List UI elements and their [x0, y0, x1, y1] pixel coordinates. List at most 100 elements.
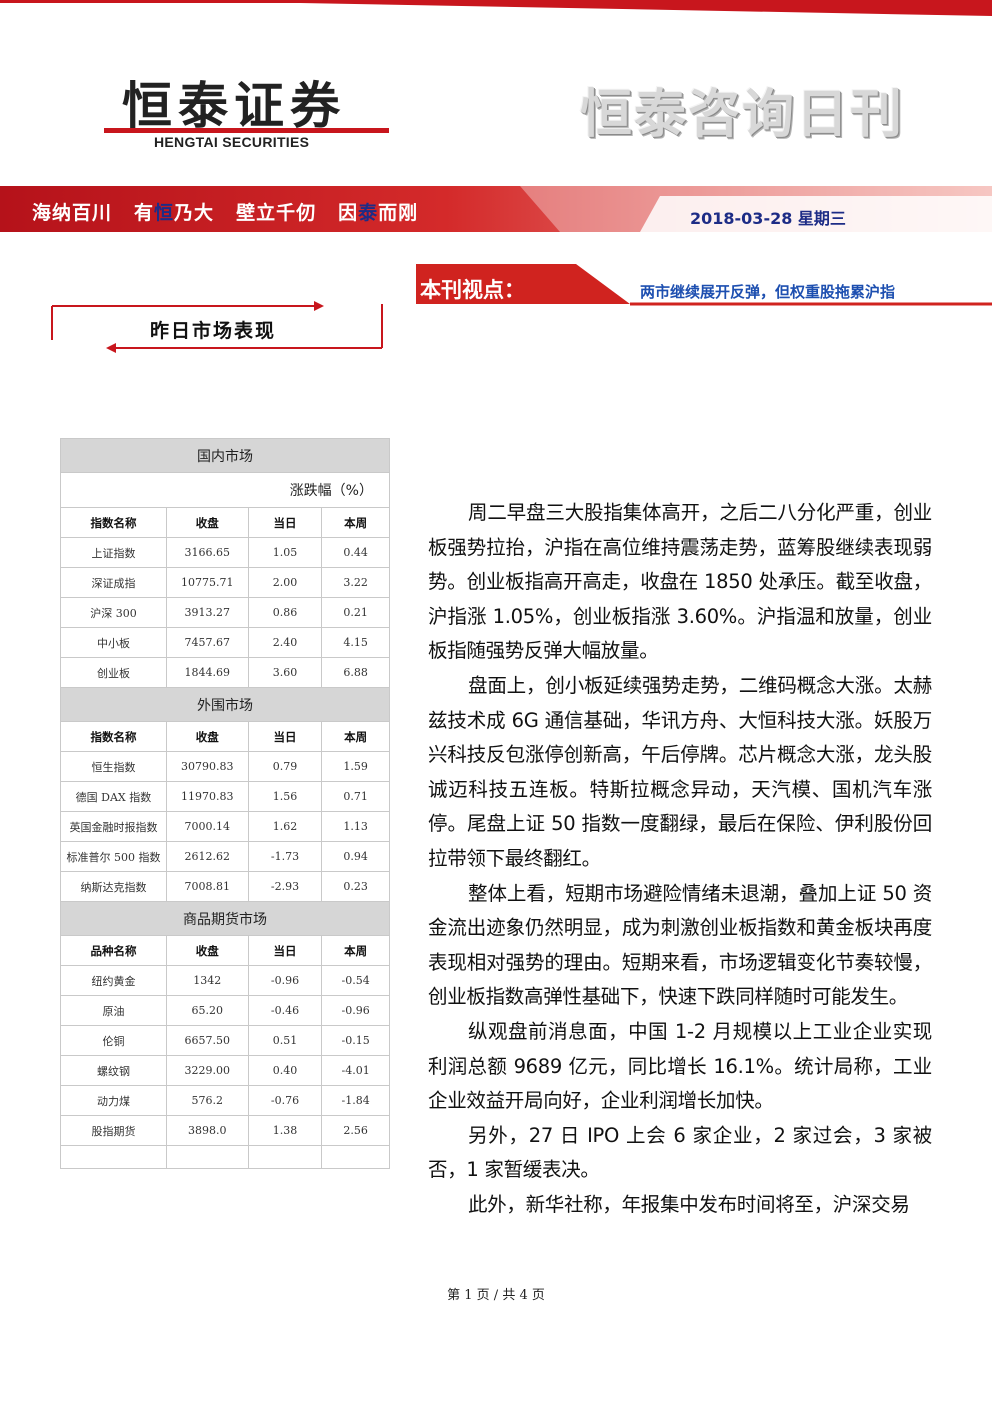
table-cell: 2.00 [247, 567, 323, 598]
table-cell: 0.44 [321, 537, 390, 568]
column-header: 收盘 [165, 507, 249, 538]
column-header: 当日 [247, 935, 323, 966]
table-cell: 股指期货 [60, 1115, 167, 1146]
table-cell: 1844.69 [165, 657, 249, 688]
column-header: 本周 [321, 721, 390, 752]
table-cell: 3913.27 [165, 597, 249, 628]
section-row-commodities: 商品期货市场 [60, 901, 390, 936]
article-paragraph: 周二早盘三大股指集体高开，之后二八分化严重，创业板强势拉抬，沪指在高位维持震荡走… [428, 501, 932, 663]
column-header: 当日 [247, 507, 323, 538]
table-cell: -0.96 [247, 965, 323, 996]
table-cell: -0.76 [247, 1085, 323, 1116]
table-cell: 3.22 [321, 567, 390, 598]
column-header: 收盘 [165, 935, 249, 966]
table-cell: 3898.0 [165, 1115, 249, 1146]
table-cell: 螺纹钢 [60, 1055, 167, 1086]
table-cell: 原油 [60, 995, 167, 1026]
table-cell: -0.46 [247, 995, 323, 1026]
column-header: 收盘 [165, 721, 249, 752]
company-logo-text: 恒泰证券 [122, 77, 346, 135]
table-cell: 7000.14 [165, 811, 249, 842]
article-paragraph: 另外，27 日 IPO 上会 6 家企业，2 家过会，3 家被否，1 家暂缓表决… [428, 1123, 932, 1182]
table-cell: 2.56 [321, 1115, 390, 1146]
table-cell: 1.38 [247, 1115, 323, 1146]
table-cell: -2.93 [247, 871, 323, 902]
column-header: 本周 [321, 507, 390, 538]
table-cell: -4.01 [321, 1055, 390, 1086]
unit-row: 涨跌幅（%） [60, 472, 390, 508]
section-title: 国内市场 [60, 438, 390, 473]
column-header: 指数名称 [60, 507, 167, 538]
empty-cell [60, 1145, 167, 1169]
logo-underline [104, 128, 389, 133]
unit-label: 涨跌幅（%） [60, 472, 390, 508]
table-cell: -0.96 [321, 995, 390, 1026]
table-cell: 沪深 300 [60, 597, 167, 628]
table-cell: -0.15 [321, 1025, 390, 1056]
table-cell: 纳斯达克指数 [60, 871, 167, 902]
viewpoint-label: 本刊视点： [420, 278, 525, 302]
table-cell: -1.84 [321, 1085, 390, 1116]
article-paragraph: 整体上看，短期市场避险情绪未退潮，叠加上证 50 资金流出迹象仍然明显，成为刺激… [428, 881, 932, 1009]
table-cell: 7457.67 [165, 627, 249, 658]
table-cell: 6.88 [321, 657, 390, 688]
table-cell: 动力煤 [60, 1085, 167, 1116]
empty-cell [165, 1145, 249, 1169]
table-cell: 7008.81 [165, 871, 249, 902]
table-cell: 恒生指数 [60, 751, 167, 782]
table-cell: 0.94 [321, 841, 390, 872]
table-cell: 3166.65 [165, 537, 249, 568]
table-cell: 纽约黄金 [60, 965, 167, 996]
viewpoint-headline: 两市继续展开反弹，但权重股拖累沪指 [640, 283, 896, 301]
company-slogan: 海纳百川有恒乃大壁立千仞因泰而刚 [32, 202, 419, 224]
table-cell: 0.71 [321, 781, 390, 812]
section-header-frame [51, 301, 383, 353]
table-cell: 65.20 [165, 995, 249, 1026]
viewpoint-header-shape [416, 264, 992, 306]
column-header-row: 品种名称 收盘 当日 本周 [60, 935, 390, 966]
company-logo-english: HENGTAI SECURITIES [154, 134, 310, 150]
table-cell: 10775.71 [165, 567, 249, 598]
table-cell: 1.05 [247, 537, 323, 568]
empty-cell [247, 1145, 323, 1169]
empty-cell [321, 1145, 390, 1169]
article-paragraph: 此外，新华社称，年报集中发布时间将至，沪深交易 [468, 1192, 910, 1216]
table-cell: 标准普尔 500 指数 [60, 841, 167, 872]
table-cell: 1.56 [247, 781, 323, 812]
section-title: 商品期货市场 [60, 901, 390, 936]
table-cell: 4.15 [321, 627, 390, 658]
section-row-overseas: 外围市场 [60, 687, 390, 722]
table-cell: -0.54 [321, 965, 390, 996]
table-cell: 3229.00 [165, 1055, 249, 1086]
yesterday-market-title: 昨日市场表现 [150, 320, 277, 342]
table-cell: 0.21 [321, 597, 390, 628]
table-cell: 德国 DAX 指数 [60, 781, 167, 812]
table-cell: 0.40 [247, 1055, 323, 1086]
column-header: 本周 [321, 935, 390, 966]
table-cell: 0.51 [247, 1025, 323, 1056]
table-cell: 3.60 [247, 657, 323, 688]
table-cell: 英国金融时报指数 [60, 811, 167, 842]
table-cell: 中小板 [60, 627, 167, 658]
column-header-row: 指数名称 收盘 当日 本周 [60, 721, 390, 752]
table-filler-row [60, 1145, 390, 1169]
section-title: 外围市场 [60, 687, 390, 722]
table-cell: 创业板 [60, 657, 167, 688]
table-cell: 11970.83 [165, 781, 249, 812]
table-cell: 伦铜 [60, 1025, 167, 1056]
table-cell: 1.13 [321, 811, 390, 842]
